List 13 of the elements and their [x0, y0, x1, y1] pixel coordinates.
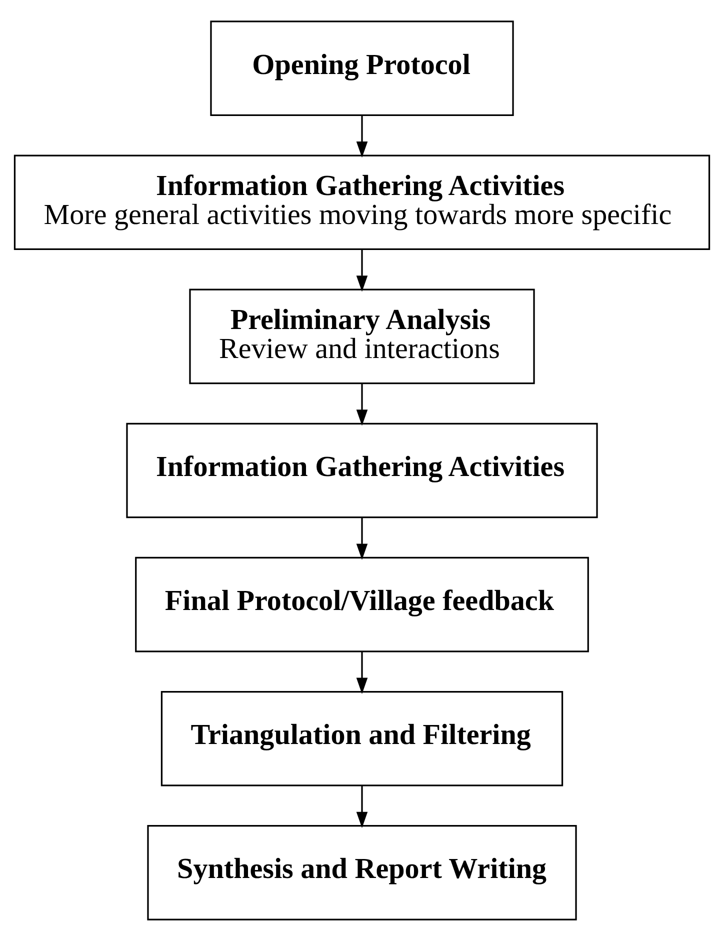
node-box: Final Protocol/Village feedback [135, 556, 589, 652]
arrow [356, 786, 368, 828]
node-box: Triangulation and Filtering [160, 690, 564, 786]
node-box: Information Gathering Activities More general activities moving towards more specific [14, 154, 710, 250]
arrow [356, 116, 368, 158]
arrow [356, 250, 368, 292]
node-box: Information Gathering Activities [126, 422, 598, 518]
node-box: Opening Protocol [210, 20, 514, 116]
arrow [356, 652, 368, 694]
arrow [356, 384, 368, 426]
arrow [356, 518, 368, 560]
node-box: Preliminary Analysis Review and interactions [189, 288, 535, 384]
node-box: Synthesis and Report Writing [147, 825, 577, 920]
